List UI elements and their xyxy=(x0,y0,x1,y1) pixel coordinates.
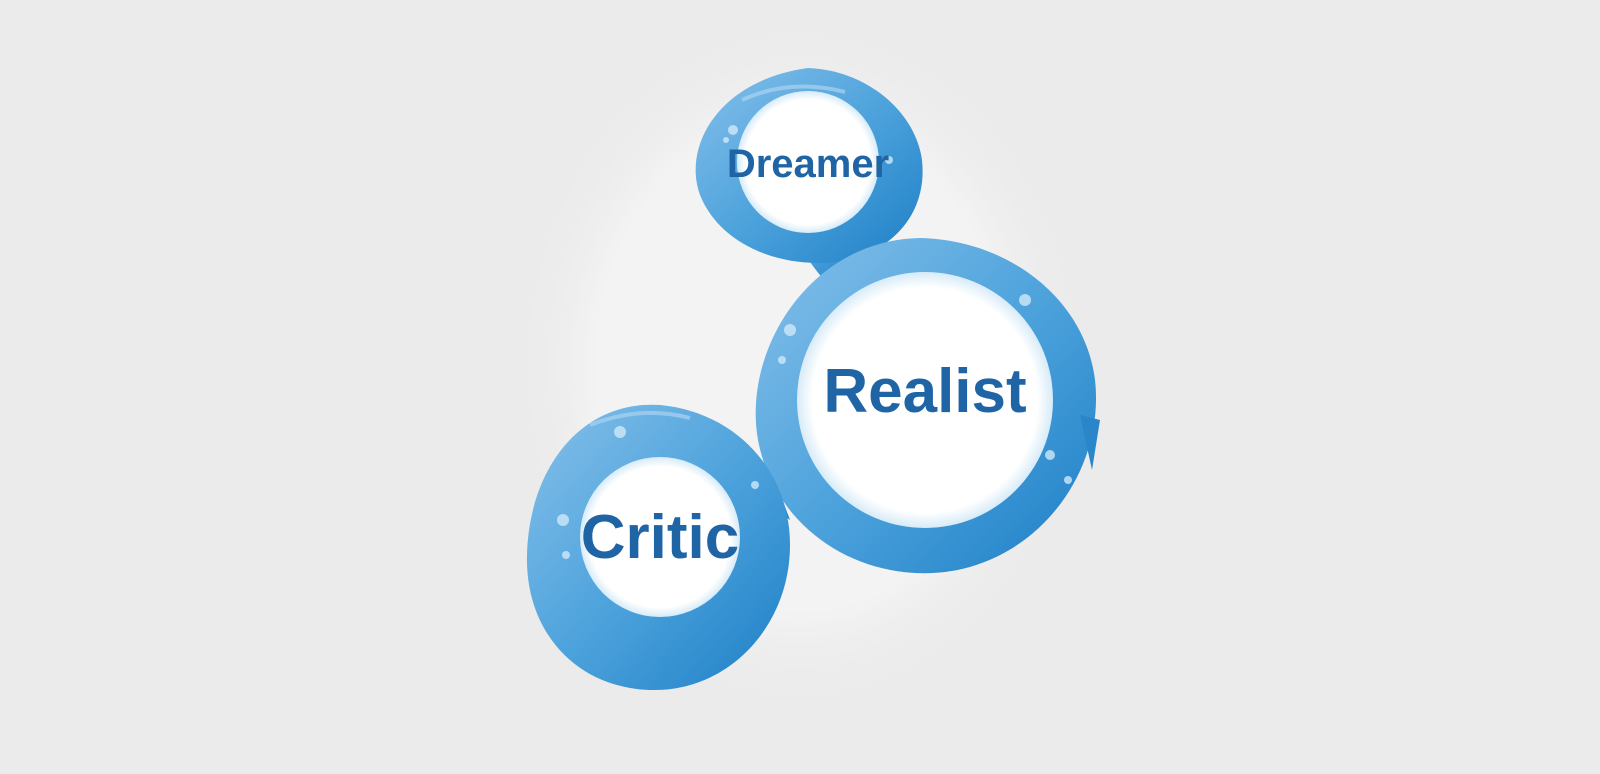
water-drop-icon xyxy=(784,324,796,336)
water-drop-icon xyxy=(1019,294,1031,306)
realist-center xyxy=(797,272,1053,528)
critic-center xyxy=(580,457,740,617)
water-drop-icon xyxy=(728,125,738,135)
water-drop-icon xyxy=(751,481,759,489)
water-drop-icon xyxy=(885,156,893,164)
dreamer-label: Dreamer xyxy=(727,142,889,186)
realist-label: Realist xyxy=(823,357,1026,426)
critic-brush-stroke xyxy=(589,410,691,427)
water-drop-icon xyxy=(723,137,729,143)
node-critic: Critic xyxy=(526,404,790,690)
water-drop-icon xyxy=(1045,450,1055,460)
dreamer-brush-stroke xyxy=(741,84,846,102)
water-drop-icon xyxy=(614,426,626,438)
node-dreamer: Dreamer xyxy=(695,68,923,263)
node-realist: Realist xyxy=(755,238,1100,574)
water-drop-icon xyxy=(1064,476,1072,484)
critic-label: Critic xyxy=(581,503,739,572)
water-drop-icon xyxy=(557,514,569,526)
water-drop-icon xyxy=(562,551,570,559)
dreamer-center xyxy=(737,91,879,233)
realist-brush-edge xyxy=(1080,415,1100,470)
water-drop-icon xyxy=(778,356,786,364)
